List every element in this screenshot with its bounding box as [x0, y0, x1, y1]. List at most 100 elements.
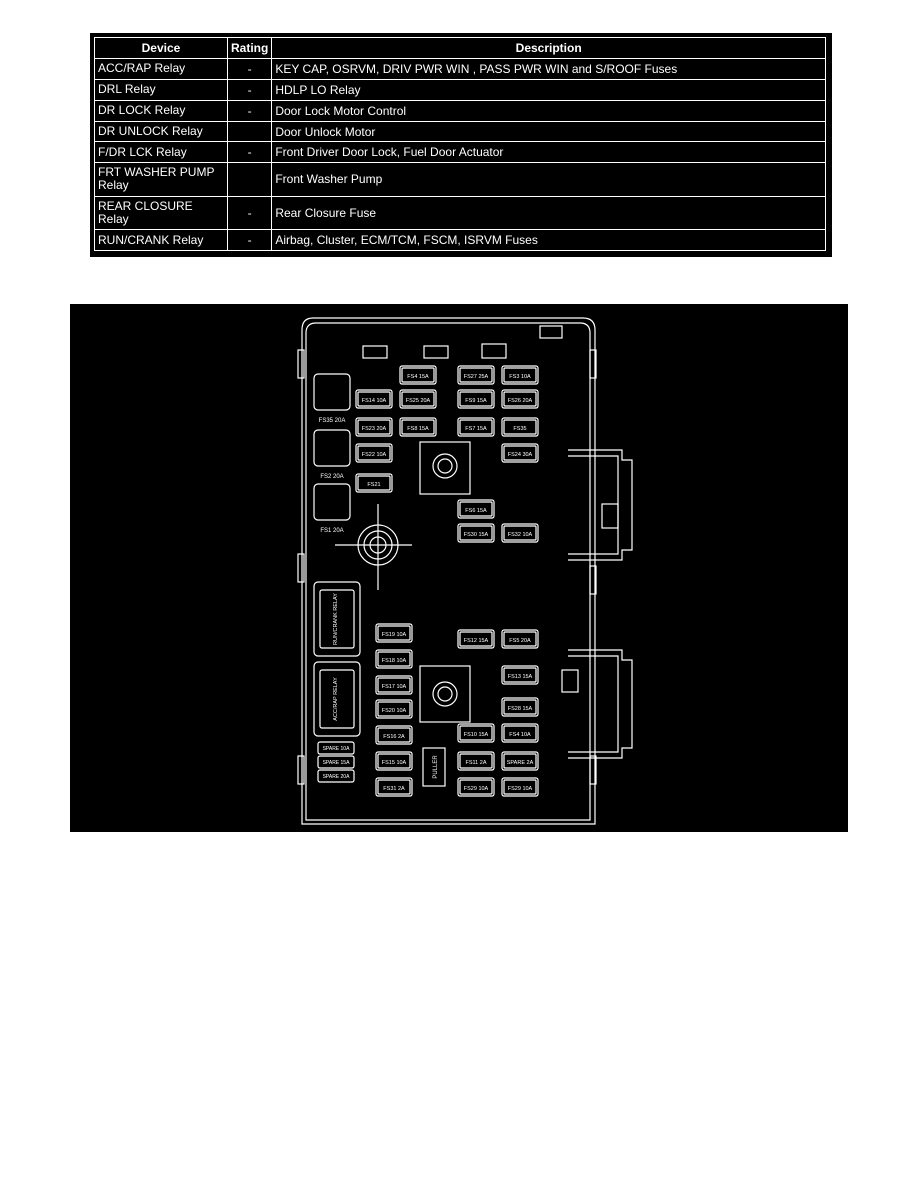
fuse-slot: FS12 15A: [457, 629, 495, 649]
fuse-slot: FS25 20A: [399, 389, 437, 409]
top-terminal: [481, 343, 507, 359]
fuse-slot: FS4 10A: [501, 723, 539, 743]
fuse-slot: FS35: [501, 417, 539, 437]
relay-socket: FS1 20A: [313, 483, 351, 534]
relay-table: Device Rating Description ACC/RAP Relay …: [94, 37, 826, 251]
fuse-slot: FS19 10A: [375, 623, 413, 643]
housing-clip: [589, 349, 597, 379]
top-terminal: [423, 345, 449, 359]
fuse-label: FS23 20A: [362, 426, 387, 432]
fuse-slot: FS24 30A: [501, 443, 539, 463]
description-cell: Rear Closure Fuse: [271, 195, 826, 231]
fuse-slot: FS22 10A: [355, 443, 393, 463]
fuse-slot: FS29 10A: [501, 777, 539, 797]
relay-label: FS1 20A: [320, 528, 343, 534]
table-row: RUN/CRANK Relay - Airbag, Cluster, ECM/T…: [94, 229, 826, 251]
relay-label: FS35 20A: [319, 418, 346, 424]
fuse-label: FS4 15A: [407, 374, 429, 380]
fuse-label: FS15 10A: [382, 760, 407, 766]
fuse-label: FS12 15A: [464, 638, 489, 644]
housing-clip: [297, 553, 305, 583]
fuse-label: FS27 25A: [464, 374, 489, 380]
device-cell: F/DR LCK Relay: [94, 141, 228, 164]
rating-cell: [226, 120, 273, 143]
fuse-label: FS17 10A: [382, 684, 407, 690]
fuse-label: FS6 15A: [465, 508, 487, 514]
stud-lower: [419, 665, 471, 723]
rating-cell: -: [226, 58, 273, 80]
right-connector-lower: [561, 649, 633, 759]
fuse-label: FS9 15A: [465, 398, 487, 404]
fuse-label: FS25 20A: [406, 398, 431, 404]
fuse-slot: FS7 15A: [457, 417, 495, 437]
table-row: REAR CLOSURE Relay - Rear Closure Fuse: [94, 195, 826, 231]
fuse-slot: FS4 15A: [399, 365, 437, 385]
housing-outline: [301, 317, 596, 825]
fuse-label: FS8 15A: [407, 426, 429, 432]
column-header-description: Description: [271, 37, 826, 59]
fuse-label: FS30 15A: [464, 532, 489, 538]
fuse-label: FS11 2A: [466, 760, 487, 766]
fuse-slot: FS21: [355, 473, 393, 493]
fuse-label: FS19 10A: [382, 632, 407, 638]
housing-clip: [589, 755, 597, 785]
device-cell: DRL Relay: [94, 78, 228, 101]
housing-clip: [297, 349, 305, 379]
fuse-slot: FS6 15A: [457, 499, 495, 519]
fuse-slot: FS15 10A: [375, 751, 413, 771]
description-cell: Front Washer Pump: [271, 162, 826, 197]
spare-fuse-slot: SPARE 20A: [317, 769, 355, 783]
description-cell: HDLP LO Relay: [271, 78, 826, 101]
device-cell: RUN/CRANK Relay: [94, 229, 228, 251]
relay-table-frame: Device Rating Description ACC/RAP Relay …: [90, 33, 832, 257]
fuse-slot: FS3 10A: [501, 365, 539, 385]
device-cell: REAR CLOSURE Relay: [94, 195, 228, 231]
fuse-label: FS18 10A: [382, 658, 407, 664]
rating-cell: -: [226, 141, 273, 164]
relay-socket: FS35 20A: [313, 373, 351, 424]
rating-cell: -: [226, 229, 273, 251]
table-header-row: Device Rating Description: [94, 37, 826, 59]
spare-fuse-slot: SPARE 15A: [317, 755, 355, 769]
rating-cell: -: [226, 195, 273, 231]
table-row: F/DR LCK Relay - Front Driver Door Lock,…: [94, 141, 826, 164]
description-cell: Door Lock Motor Control: [271, 99, 826, 122]
fuse-label: FS14 10A: [362, 398, 387, 404]
large-relay-socket: RUN/CRANK RELAY: [313, 581, 361, 657]
device-cell: DR UNLOCK Relay: [94, 120, 228, 143]
fuse-label: FS35: [513, 426, 526, 432]
description-cell: KEY CAP, OSRVM, DRIV PWR WIN , PASS PWR …: [271, 58, 826, 80]
housing-tab: [539, 325, 563, 339]
table-row: DR UNLOCK Relay Door Unlock Motor: [94, 120, 826, 143]
fuse-slot: FS14 10A: [355, 389, 393, 409]
large-relay-socket: ACC/RAP RELAY: [313, 661, 361, 737]
large-relay-label: ACC/RAP RELAY: [333, 677, 339, 721]
fuse-slot: FS28 15A: [501, 697, 539, 717]
device-cell: FRT WASHER PUMP Relay: [94, 162, 228, 197]
fuse-label: FS24 30A: [508, 452, 533, 458]
column-header-rating: Rating: [226, 37, 273, 59]
fuse-label: FS5 20A: [509, 638, 531, 644]
top-terminal: [362, 345, 388, 359]
rating-cell: -: [226, 99, 273, 122]
fuse-label: FS20 10A: [382, 708, 407, 714]
fuse-slot: FS31 2A: [375, 777, 413, 797]
fuse-slot: FS29 10A: [457, 777, 495, 797]
fuse-slot: FS13 15A: [501, 665, 539, 685]
spare-fuse-label: SPARE 10A: [323, 746, 351, 752]
fuse-label: FS28 15A: [508, 706, 533, 712]
fuse-label: FS16 2A: [383, 734, 405, 740]
relay-label: FS2 20A: [320, 474, 343, 480]
fuse-slot: FS8 15A: [399, 417, 437, 437]
housing-clip: [589, 565, 597, 595]
puller: [422, 747, 446, 787]
fuse-label: FS4 10A: [509, 732, 531, 738]
stud-upper: [419, 441, 471, 495]
fuse-label: SPARE 2A: [507, 760, 534, 766]
fuse-label: FS13 15A: [508, 674, 533, 680]
fuse-label: FS3 10A: [509, 374, 531, 380]
table-row: ACC/RAP Relay - KEY CAP, OSRVM, DRIV PWR…: [94, 58, 826, 80]
device-cell: DR LOCK Relay: [94, 99, 228, 122]
large-relay-label: RUN/CRANK RELAY: [333, 593, 339, 645]
